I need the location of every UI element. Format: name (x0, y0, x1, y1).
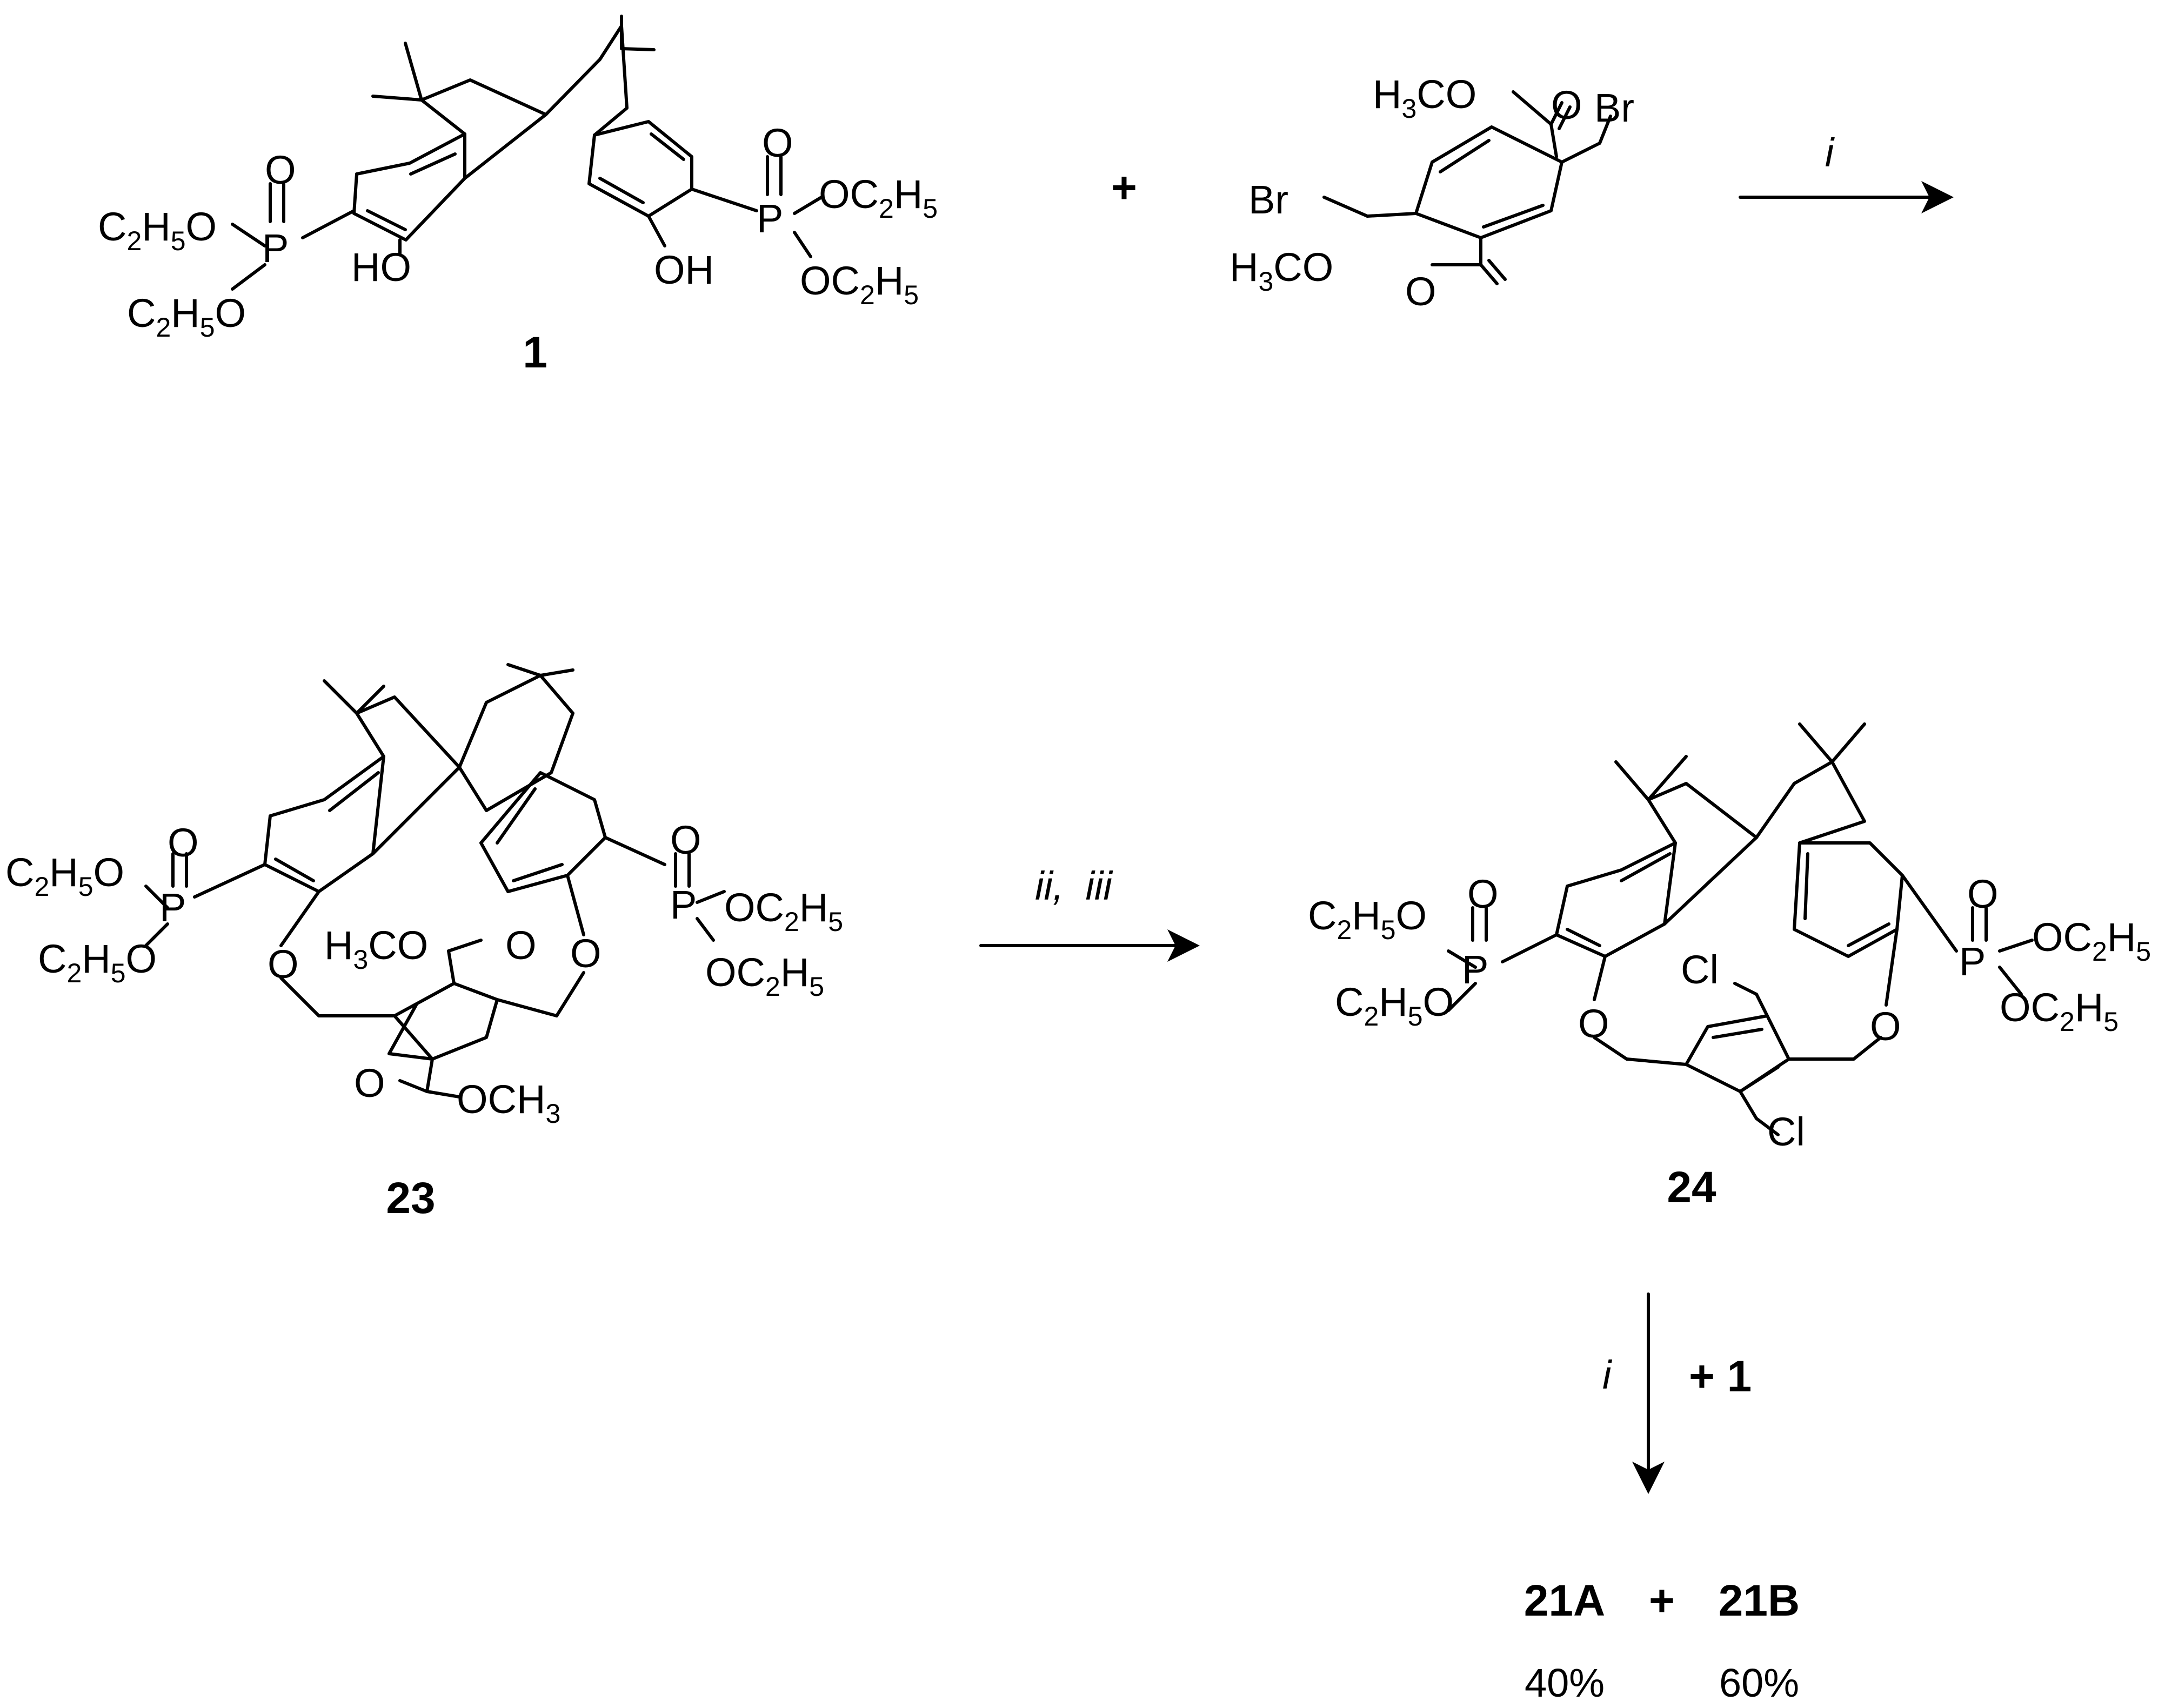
c24-right-p-oxo: O (1967, 872, 1999, 916)
c23-left-ethoxy-2: C2H5O (38, 936, 157, 988)
c23-oxo-bottom: O (354, 1061, 385, 1106)
dibromide-methoxy-bottom: H3CO (1229, 245, 1333, 297)
dibromide-oxo-bottom: O (1405, 269, 1436, 314)
c24-right-ethoxy-1: OC2H5 (2032, 915, 2151, 967)
compound-label-1: 1 (523, 328, 547, 377)
c24-left-ether-oxygen: O (1578, 1001, 1609, 1046)
c24-right-ethoxy-2: OC2H5 (2000, 985, 2119, 1037)
c23-methoxy-top: H3CO (324, 923, 428, 975)
c23-left-p-oxo: O (168, 820, 199, 865)
compound-23-structure (144, 663, 726, 1099)
c23-right-p-oxo: O (670, 818, 701, 862)
product-label-21a: 21A (1524, 1576, 1605, 1625)
c23-right-ethoxy-1: OC2H5 (724, 885, 843, 937)
reagent-label-step-4: i (1602, 1352, 1613, 1397)
product-label-21b: 21B (1719, 1576, 1800, 1625)
c1-right-ethoxy-2: OC2H5 (800, 258, 919, 310)
c24-left-p-oxo: O (1467, 872, 1499, 916)
dibromide-reagent-structure (1322, 90, 1612, 285)
c23-left-ethoxy-1: C2H5O (5, 850, 124, 902)
product-yield-21a: 40% (1525, 1660, 1605, 1705)
c1-left-hydroxyl: HO (351, 245, 411, 290)
dibromide-br-right: Br (1594, 85, 1634, 130)
c1-left-ethoxy-1: C2H5O (98, 204, 217, 256)
c1-right-hydroxyl: OH (654, 247, 714, 292)
compound-label-24: 24 (1667, 1163, 1716, 1212)
c23-left-ether-oxygen: O (268, 942, 299, 987)
c24-right-phosphorus: P (1959, 939, 1986, 984)
c1-right-ethoxy-1: OC2H5 (819, 172, 938, 224)
c23-right-phosphorus: P (670, 882, 697, 927)
c24-right-ether-oxygen: O (1870, 1004, 1901, 1049)
c23-left-phosphorus: P (159, 885, 186, 930)
c1-left-ethoxy-2: C2H5O (127, 291, 246, 343)
c24-chloro-top: Cl (1681, 947, 1719, 992)
plus-sign-top: + (1111, 163, 1137, 212)
c1-left-phosphorus: P (262, 226, 289, 271)
dibromide-methoxy-top: H3CO (1373, 72, 1476, 124)
reagent-plus-compound-1: + 1 (1689, 1352, 1752, 1401)
c23-right-ether-oxygen: O (570, 931, 602, 976)
dibromide-oxo-top: O (1551, 83, 1582, 128)
c24-left-phosphorus: P (1462, 947, 1488, 992)
product-yield-21b: 60% (1719, 1660, 1799, 1705)
plus-sign-products: + (1649, 1576, 1675, 1625)
dibromide-br-left: Br (1248, 177, 1288, 222)
c24-left-ethoxy-2: C2H5O (1335, 980, 1454, 1032)
c1-right-p-oxo: O (762, 120, 793, 165)
c24-left-ethoxy-1: C2H5O (1308, 893, 1427, 945)
c1-left-p-oxo: O (265, 148, 296, 192)
c23-oxo-top: O (505, 923, 537, 968)
c1-right-phosphorus: P (757, 196, 783, 241)
reagent-label-step-1: i (1825, 130, 1835, 175)
c24-chloro-bottom: Cl (1767, 1109, 1805, 1154)
compound-label-23: 23 (386, 1174, 435, 1223)
reagent-label-step-2: ii,iii (1035, 863, 1113, 908)
c23-methyl-ester-bottom: OCH3 (457, 1077, 560, 1129)
compound-24-structure (1447, 722, 2034, 1136)
c23-right-ethoxy-2: OC2H5 (705, 950, 824, 1002)
compound-1-structure (231, 15, 823, 291)
